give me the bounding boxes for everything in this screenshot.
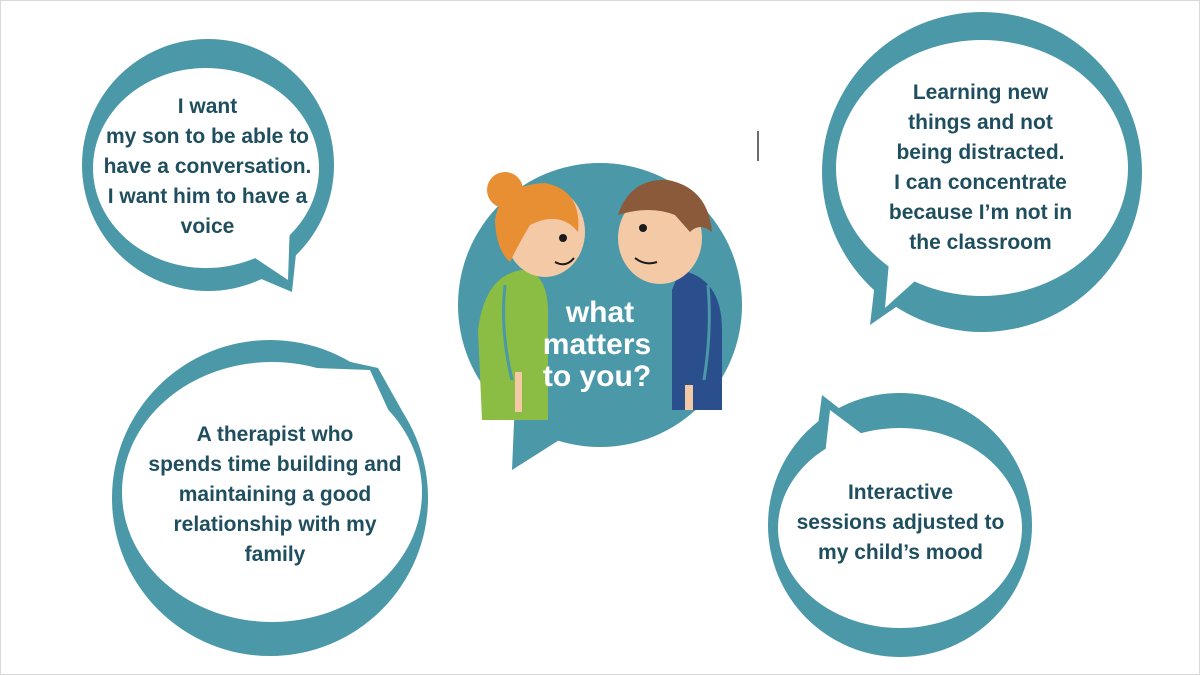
- logo-line-2: matters: [543, 328, 651, 361]
- logo-line-1: what: [565, 296, 634, 329]
- speech-bubble-top-left: [82, 39, 334, 292]
- speech-bubble-bottom-right: [768, 393, 1032, 657]
- bubble-text-bottom-right: Interactive sessions adjusted to my chil…: [796, 481, 1005, 564]
- text-cursor: [757, 131, 759, 161]
- boy-figure: [618, 179, 722, 410]
- girl-figure: [478, 172, 585, 420]
- bubble-text-top-left: I want my son to be able to have a conve…: [103, 95, 312, 238]
- bubble-text-top-right: Learning new things and not being distra…: [888, 81, 1073, 254]
- what-matters-logo: what matters to you?: [458, 163, 742, 470]
- bubble-text-bottom-left: A therapist who spends time building and…: [148, 423, 402, 566]
- speech-bubble-top-right: [822, 12, 1142, 332]
- speech-bubble-bottom-left: [112, 340, 428, 656]
- logo-line-3: to you?: [543, 360, 651, 393]
